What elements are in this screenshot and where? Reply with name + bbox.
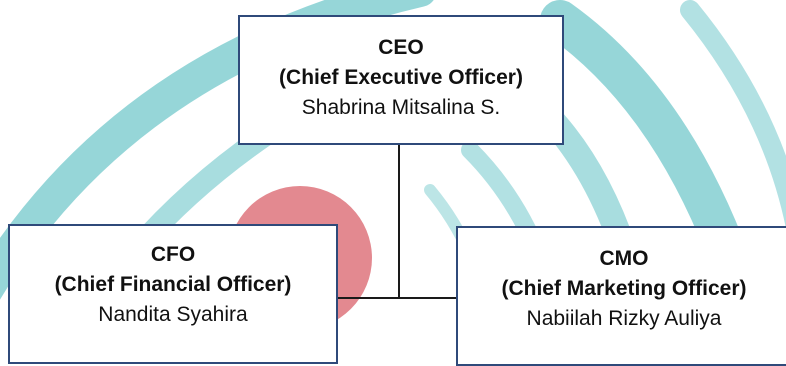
ceo-abbr: CEO xyxy=(378,36,424,59)
cmo-name: Nabiilah Rizky Auliya xyxy=(526,307,722,330)
connector-horizontal xyxy=(338,297,456,299)
ceo-name: Shabrina Mitsalina S. xyxy=(301,96,501,119)
cmo-abbr: CMO xyxy=(599,247,649,270)
cfo-title: (Chief Financial Officer) xyxy=(54,273,292,296)
cfo-box: CFO (Chief Financial Officer) Nandita Sy… xyxy=(8,224,338,364)
cmo-box: CMO (Chief Marketing Officer) Nabiilah R… xyxy=(456,226,786,366)
ceo-title: (Chief Executive Officer) xyxy=(279,66,523,89)
ceo-box: CEO (Chief Executive Officer) Shabrina M… xyxy=(238,15,564,145)
cmo-title: (Chief Marketing Officer) xyxy=(501,277,747,300)
connector-vertical xyxy=(398,145,400,298)
cfo-name: Nandita Syahira xyxy=(98,303,248,326)
cfo-abbr: CFO xyxy=(150,243,196,266)
